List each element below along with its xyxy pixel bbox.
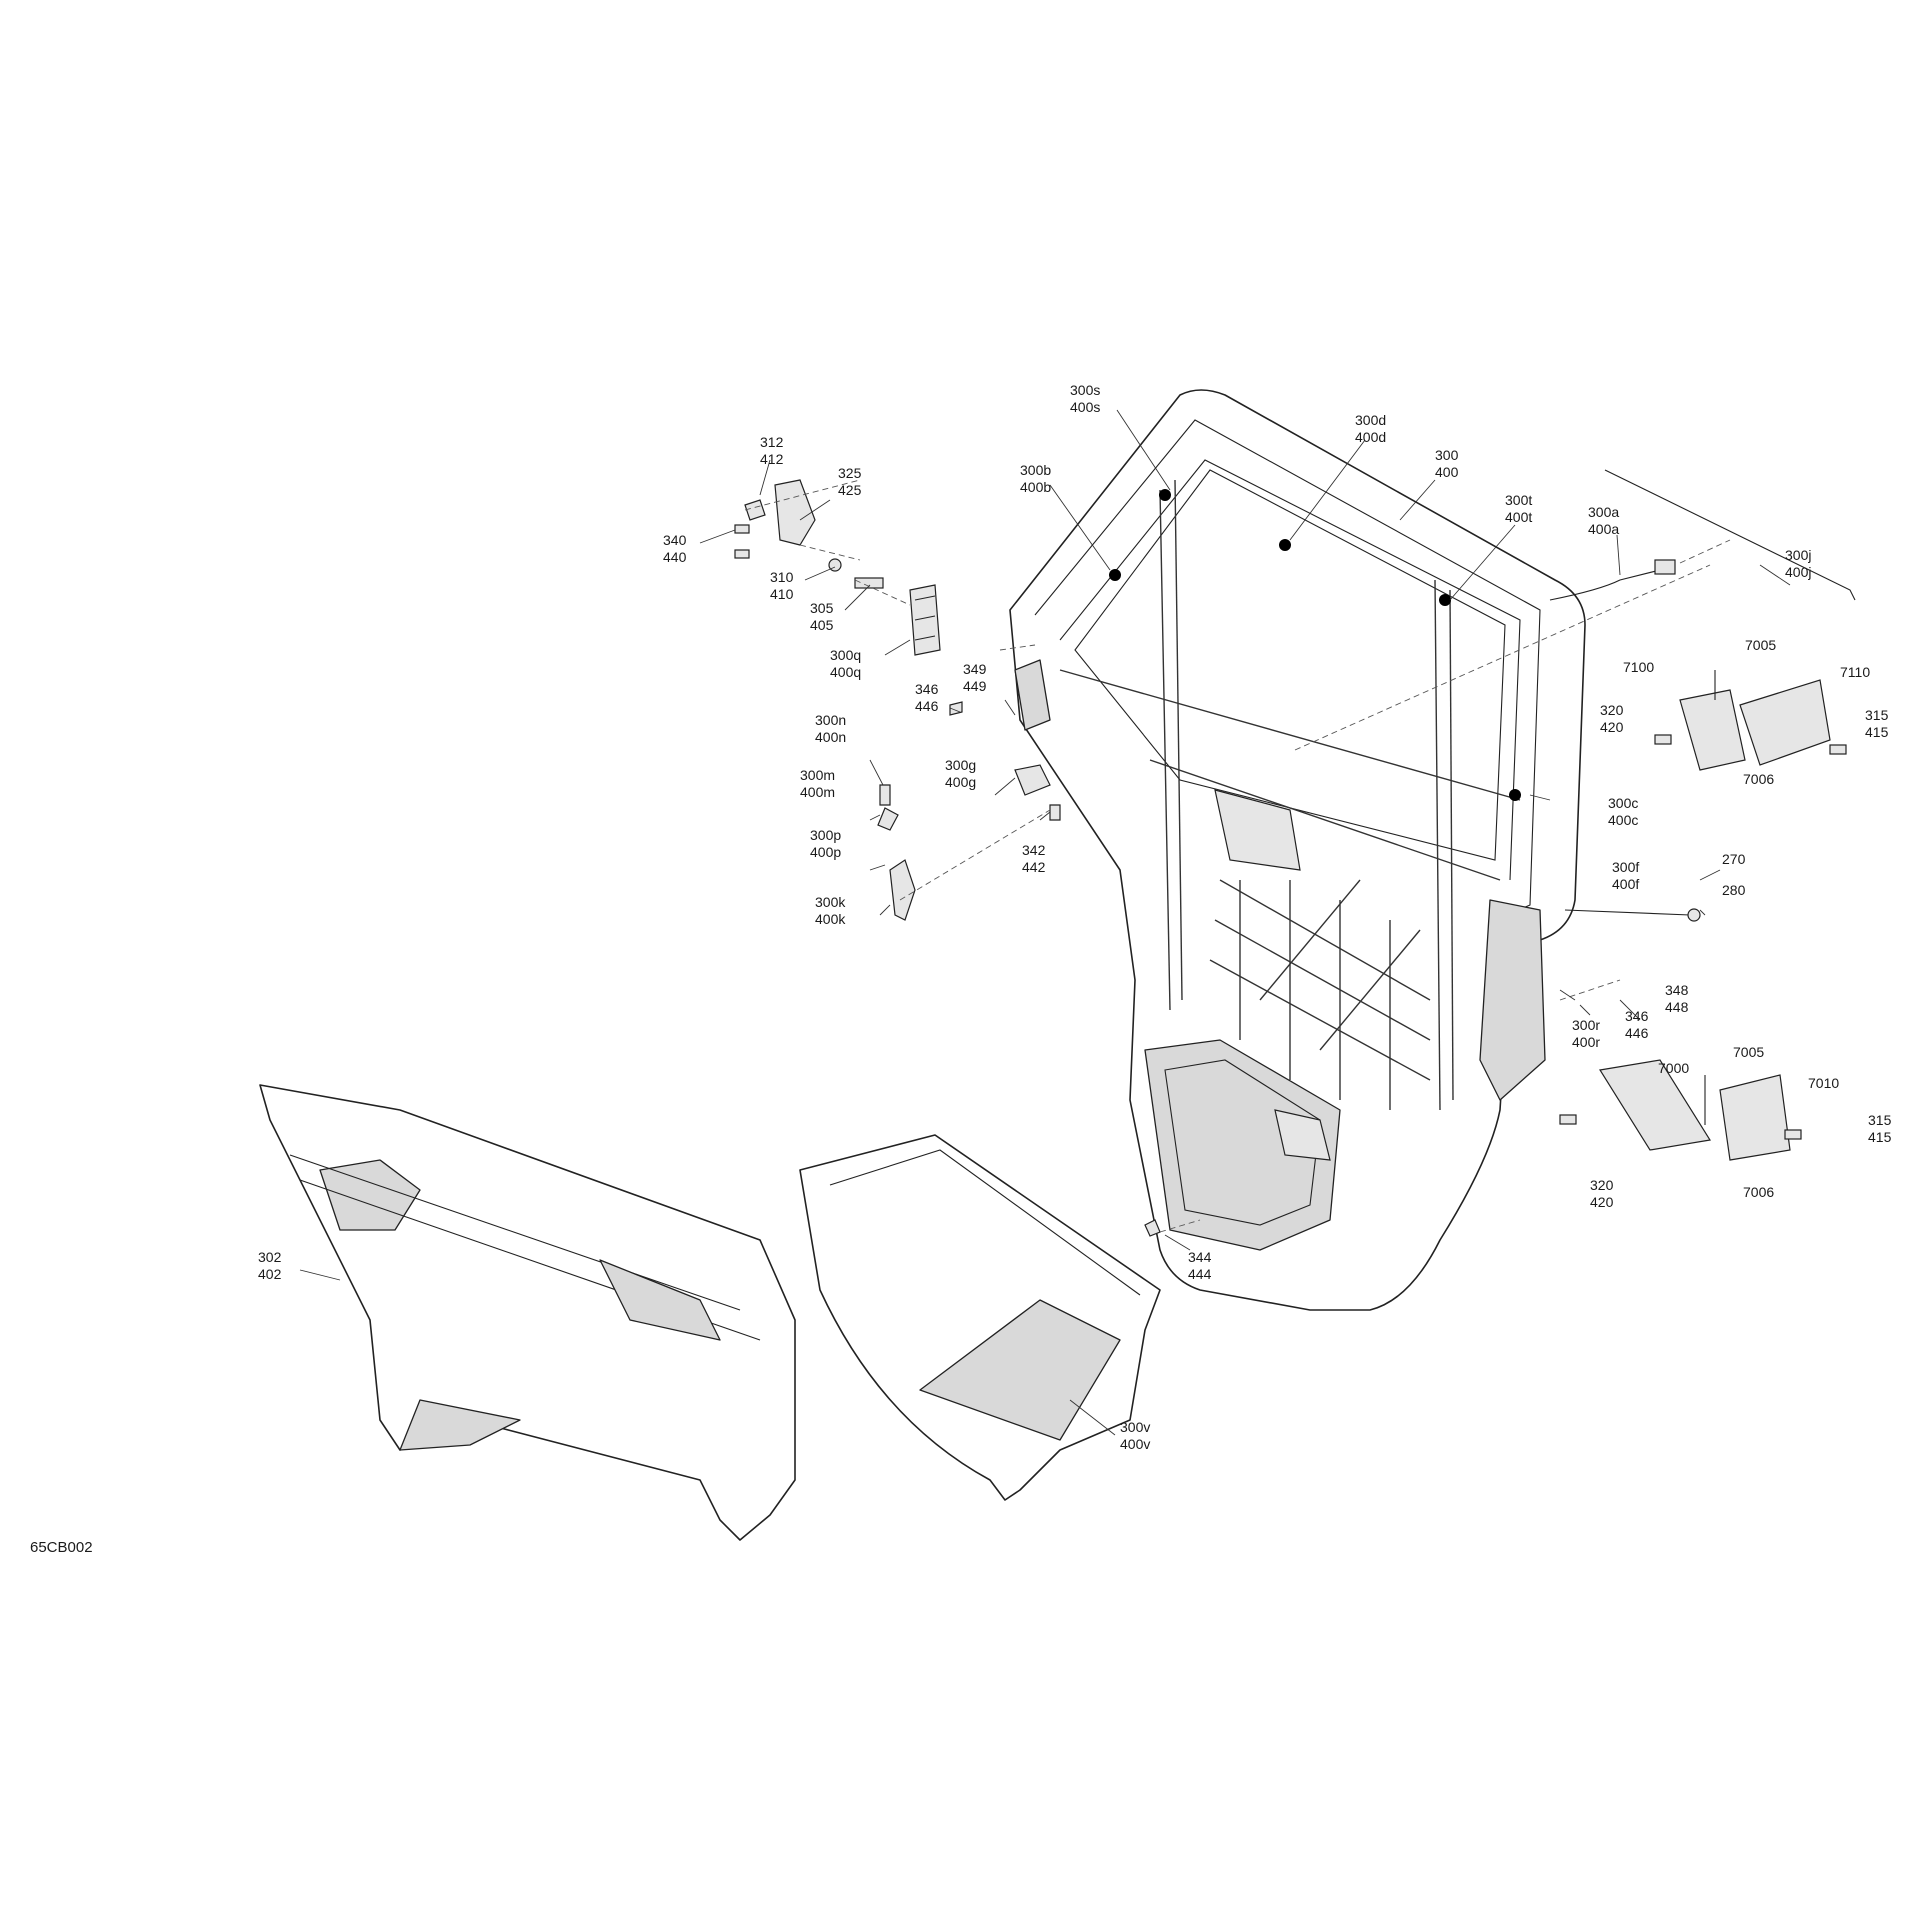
hinge-lower — [1559, 1059, 1802, 1161]
callout-7005a: 7005 — [1745, 637, 1776, 653]
callout-7110: 7110 — [1840, 664, 1870, 680]
callout-7006a: 7006 — [1743, 771, 1774, 787]
leader-lines — [299, 409, 1791, 1436]
callout-7100: 7100 — [1623, 659, 1654, 675]
latch-parts — [734, 479, 1061, 921]
door-frame — [1009, 389, 1586, 1311]
callout-7000: 7000 — [1658, 1060, 1689, 1076]
reference-code: 65CB002 — [30, 1539, 93, 1556]
callout-7005b: 7005 — [1733, 1044, 1764, 1060]
callout-7006b: 7006 — [1743, 1184, 1774, 1200]
hinge-upper — [1654, 670, 1847, 771]
door-trim-panel — [259, 1084, 796, 1541]
cable-and-rod — [1549, 469, 1856, 922]
callout-7010: 7010 — [1808, 1075, 1839, 1091]
inner-pocket-panel — [799, 1134, 1161, 1501]
callout-280: 280 — [1722, 882, 1746, 898]
callout-270: 270 — [1722, 851, 1746, 867]
